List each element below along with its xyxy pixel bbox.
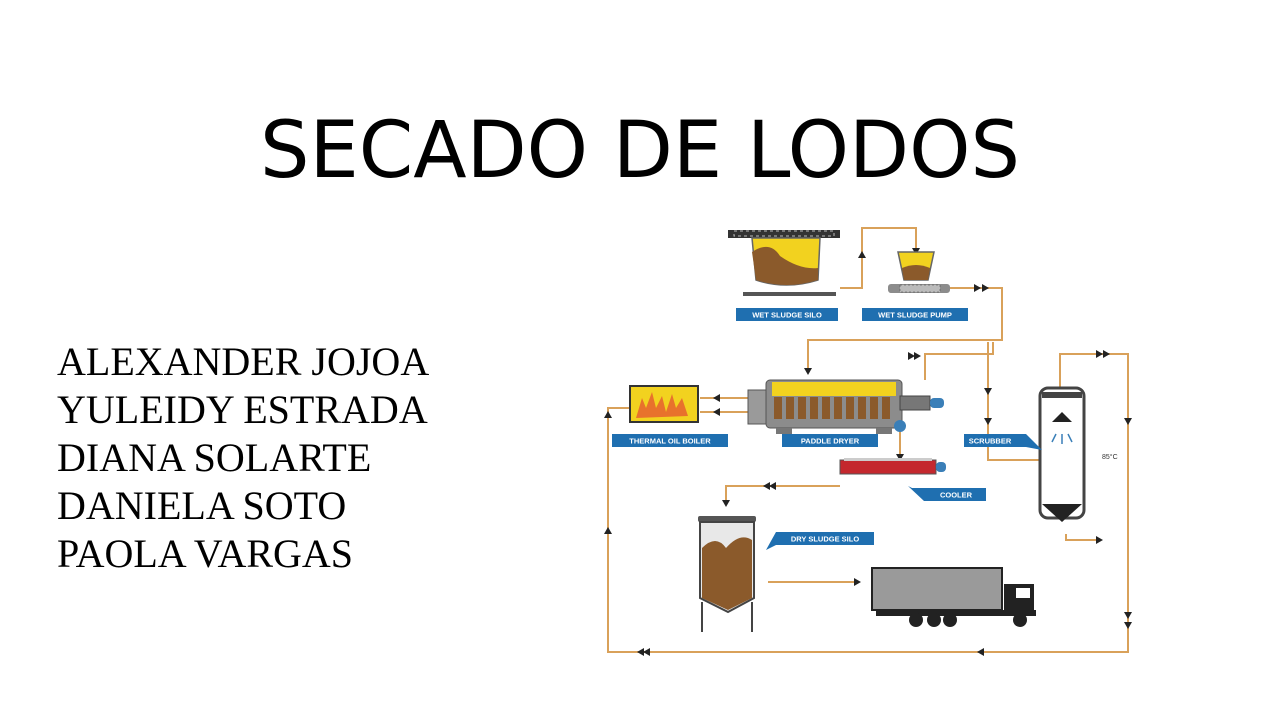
thermal-oil-boiler	[629, 385, 699, 423]
author-name: ALEXANDER JOJOA	[57, 339, 430, 384]
paddle-dryer-label: PADDLE DRYER	[782, 434, 878, 447]
svg-text:THERMAL OIL BOILER: THERMAL OIL BOILER	[629, 437, 711, 446]
dry-sludge-silo	[698, 516, 756, 632]
svg-text:WET SLUDGE SILO: WET SLUDGE SILO	[752, 311, 822, 320]
scrubber	[1038, 386, 1086, 522]
sludge-drying-process-diagram: 85°C WET SLUDGE SILO WET SLUDGE PUMP THE…	[604, 227, 1132, 656]
svg-text:DRY SLUDGE SILO: DRY SLUDGE SILO	[791, 535, 860, 544]
author-name: PAOLA VARGAS	[57, 531, 354, 576]
author-name: YULEIDY ESTRADA	[57, 387, 428, 432]
temperature-label: 85°C	[1102, 453, 1118, 461]
svg-text:WET SLUDGE PUMP: WET SLUDGE PUMP	[878, 311, 952, 320]
truck	[871, 567, 1036, 627]
author-name: DIANA SOLARTE	[57, 435, 372, 480]
paddle-dryer	[747, 379, 944, 434]
slide-title: SECADO DE LODOS	[259, 106, 1021, 196]
svg-text:COOLER: COOLER	[940, 491, 973, 500]
svg-text:SCRUBBER: SCRUBBER	[969, 437, 1012, 446]
wet-sludge-silo-label: WET SLUDGE SILO	[736, 308, 838, 321]
wet-sludge-pump	[888, 251, 950, 293]
cooler	[839, 458, 946, 475]
dry-sludge-silo-label: DRY SLUDGE SILO	[766, 532, 874, 550]
svg-text:PADDLE DRYER: PADDLE DRYER	[801, 437, 860, 446]
diagram-labels: WET SLUDGE SILO WET SLUDGE PUMP THERMAL …	[612, 308, 1042, 550]
author-list: ALEXANDER JOJOA YULEIDY ESTRADA DIANA SO…	[57, 338, 429, 578]
wet-sludge-silo	[728, 230, 840, 296]
scrubber-label: SCRUBBER	[964, 434, 1042, 450]
wet-sludge-pump-label: WET SLUDGE PUMP	[862, 308, 968, 321]
author-name: DANIELA SOTO	[57, 483, 347, 528]
thermal-oil-boiler-label: THERMAL OIL BOILER	[612, 434, 728, 447]
cooler-label: COOLER	[908, 486, 986, 501]
